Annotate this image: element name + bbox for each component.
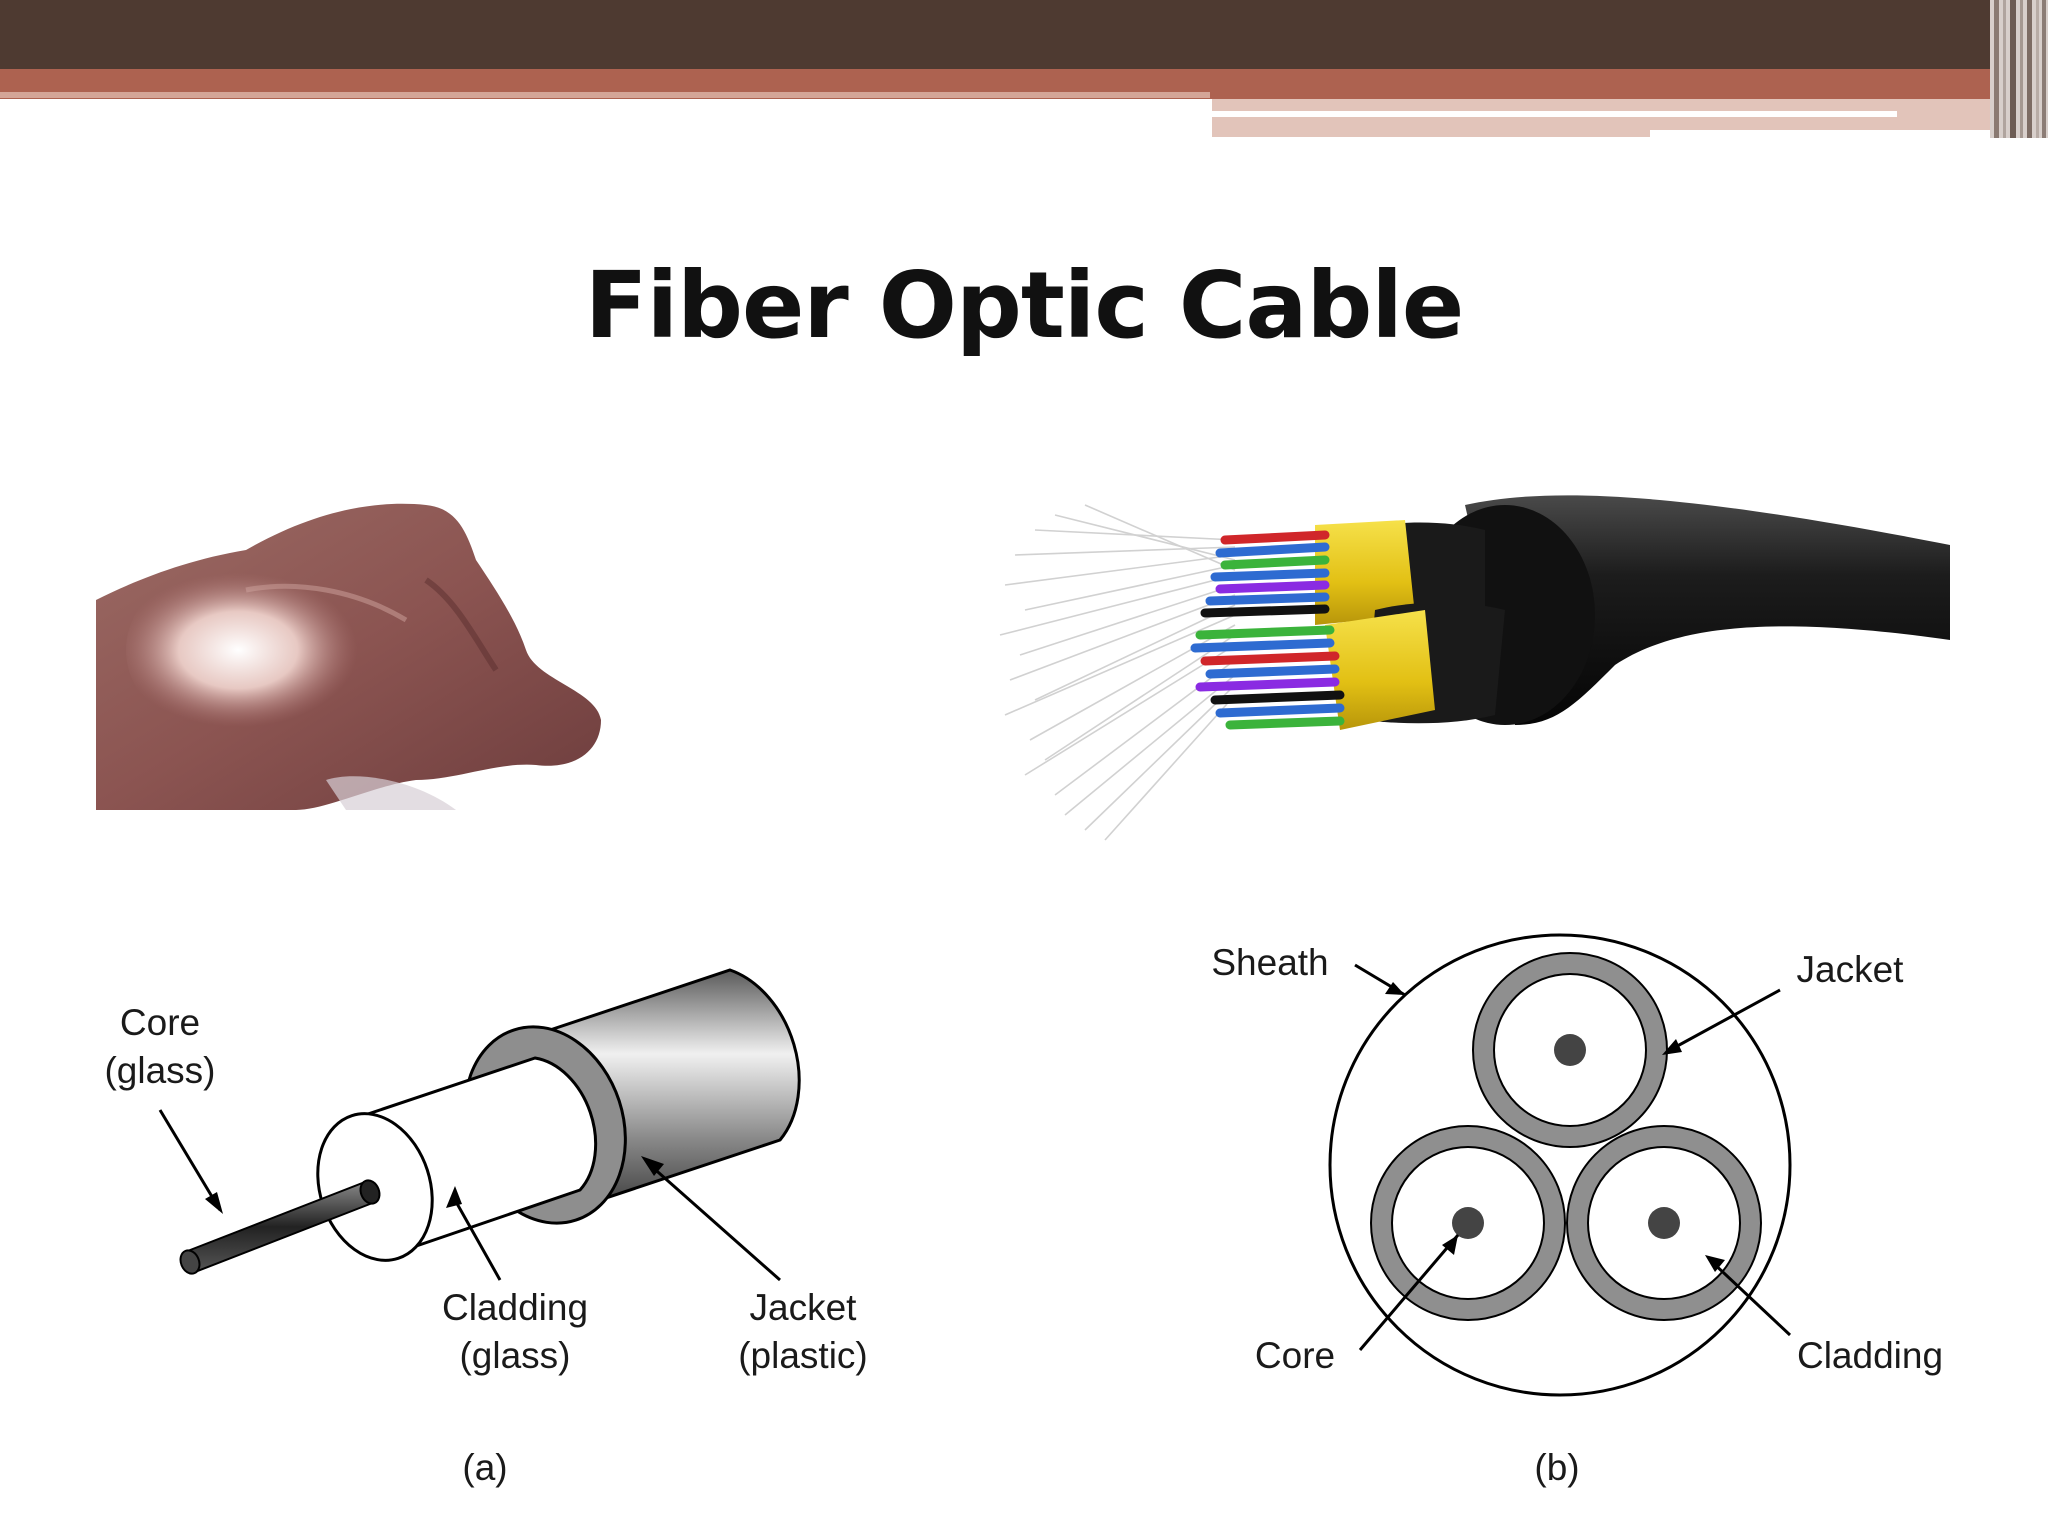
- cladding-label-a-sub: (glass): [459, 1335, 570, 1376]
- core-label-a-sub: (glass): [104, 1050, 215, 1091]
- jacket-label-a-sub: (plastic): [738, 1335, 868, 1376]
- diagram-multi-fiber-sheath: Sheath Jacket Core Cladding (b): [1211, 933, 1943, 1488]
- cladding-label-a: Cladding: [442, 1287, 588, 1328]
- fiber-bundle-icon: [999, 495, 1950, 841]
- header-right-step-line-2: [1650, 130, 1990, 137]
- slide-title: Fiber Optic Cable: [584, 252, 1465, 359]
- cladding-label-b: Cladding: [1797, 1335, 1943, 1376]
- header-dark-band: [0, 0, 1990, 69]
- header-accent-highlight: [0, 92, 1210, 98]
- jacket-label-a: Jacket: [750, 1287, 858, 1328]
- header-edge-strips: [1990, 0, 2048, 138]
- jacket-label-b: Jacket: [1797, 949, 1905, 990]
- diagram-single-fiber: Core (glass) Cladding (glass) Jacket (pl…: [104, 968, 868, 1488]
- sheath-label-b: Sheath: [1211, 942, 1328, 983]
- core-label-a: Core: [120, 1002, 200, 1043]
- core-label-b: Core: [1255, 1335, 1335, 1376]
- caption-a: (a): [462, 1447, 507, 1488]
- hand-holding-fiber-icon: [96, 503, 601, 810]
- header-right-step-line: [1212, 111, 1897, 117]
- caption-b: (b): [1534, 1447, 1579, 1488]
